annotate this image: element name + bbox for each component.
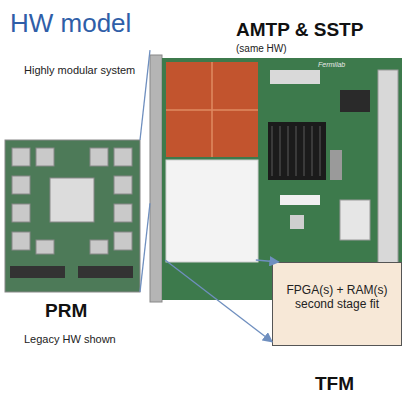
component [290, 215, 304, 229]
orange-area [166, 62, 258, 157]
node-heading: AMTP & SSTP [236, 19, 363, 41]
connector-line [165, 260, 272, 342]
heatsink [268, 122, 326, 180]
component [330, 150, 342, 180]
chip [340, 90, 370, 112]
prm-connector [10, 266, 65, 278]
chip [340, 200, 370, 240]
heatsink-fins [272, 126, 320, 176]
connector-line [140, 203, 150, 292]
component [280, 195, 320, 205]
node-heading: FPGA(s) + RAM(s) second stage fit [279, 283, 395, 311]
node-heading: PRM [45, 300, 87, 322]
connector-line [256, 260, 279, 262]
tfm-box: FPGA(s) + RAM(s) second stage fitTFM [272, 262, 402, 346]
connector [378, 70, 398, 270]
node-text: TFM [315, 373, 354, 395]
front-panel [150, 55, 162, 302]
component [270, 70, 320, 84]
note-label: Fermilab [318, 61, 345, 68]
node-text: (same HW) [236, 43, 287, 54]
prm-chips [12, 148, 132, 254]
diagram-title: HW model [10, 8, 131, 39]
prm-board [5, 140, 140, 292]
prm-connector [78, 266, 133, 278]
prm-module: PRM [5, 140, 140, 292]
note-label: Highly modular system [24, 64, 135, 76]
orange-grid [166, 62, 258, 157]
white-area [166, 160, 258, 262]
connector-line [140, 50, 150, 140]
note-label: Legacy HW shown [24, 333, 116, 345]
